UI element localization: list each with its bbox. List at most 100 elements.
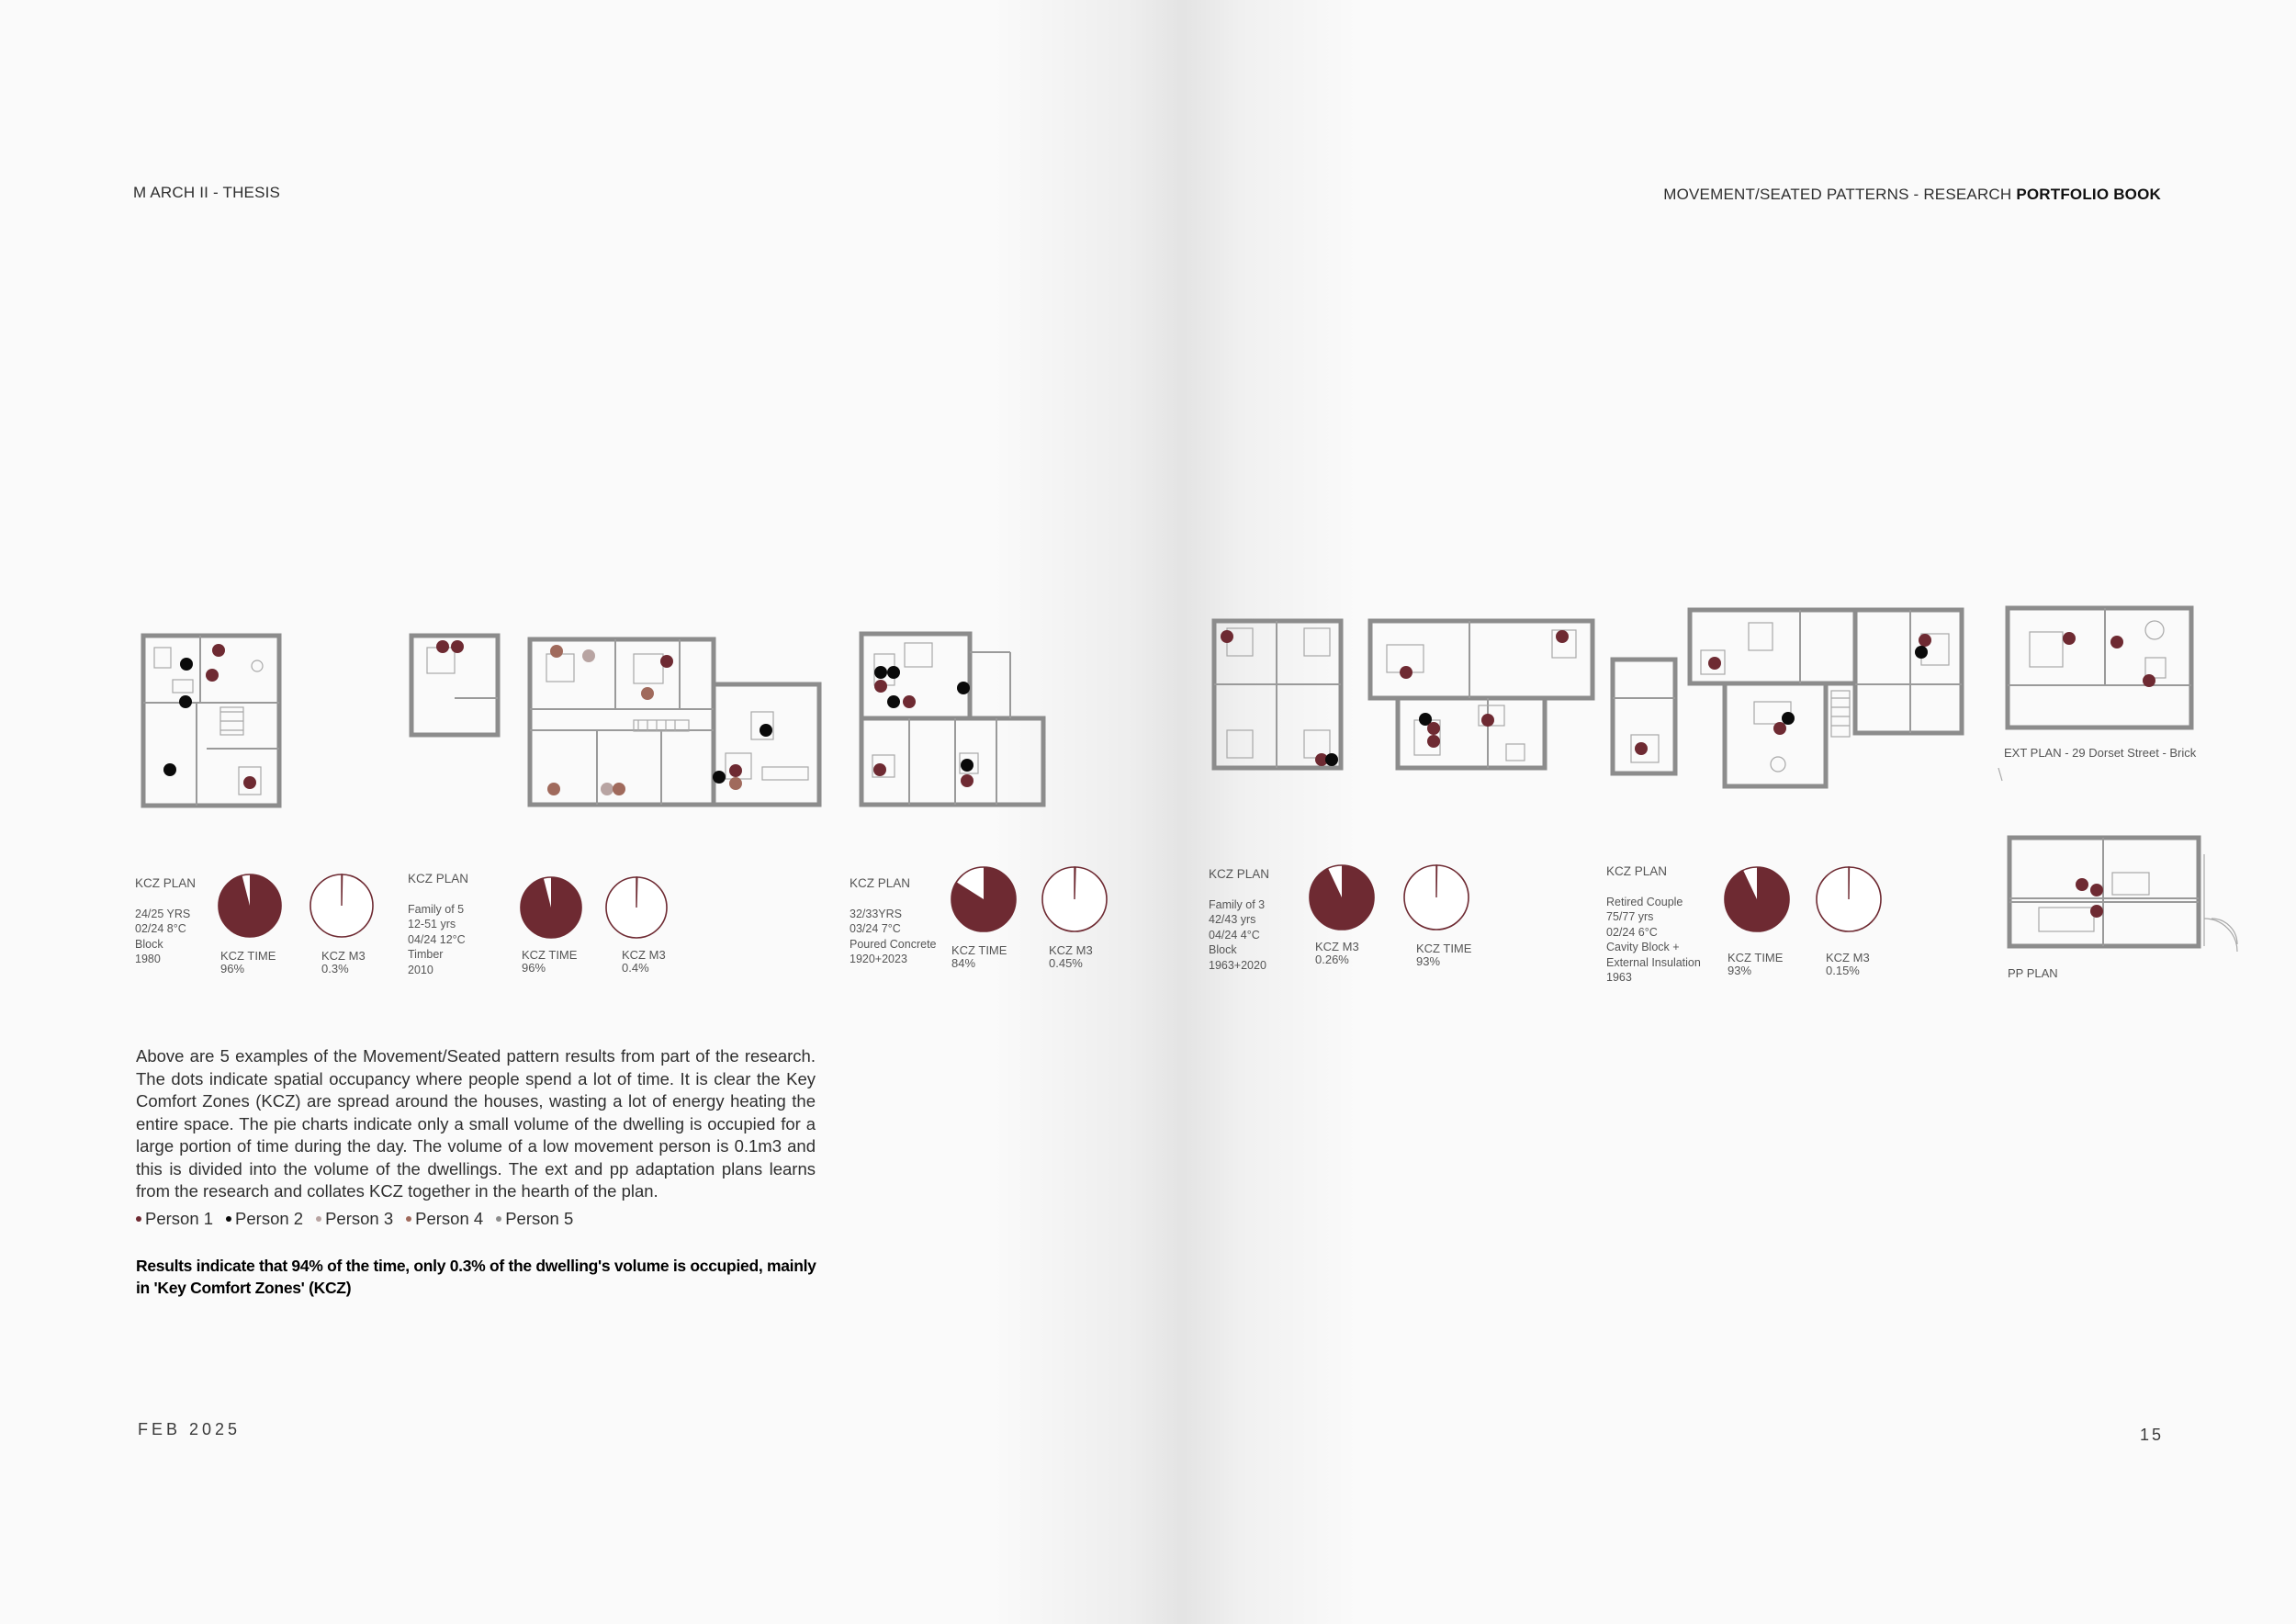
running-header-right: MOVEMENT/SEATED PATTERNS - RESEARCH PORT…	[1663, 186, 2161, 204]
legend-label: Person 1	[145, 1209, 214, 1228]
pie-slice	[521, 877, 581, 938]
floor-plan-5	[1610, 607, 1964, 789]
occupancy-dot	[1481, 714, 1494, 727]
detail-line: 2010	[408, 963, 433, 976]
pie-caption-value: 0.15%	[1826, 963, 1860, 977]
pie-slice	[341, 874, 343, 907]
floor-plan-3	[859, 631, 1046, 807]
kcz-time-pie	[1309, 864, 1375, 930]
body-paragraph: Above are 5 examples of the Movement/Sea…	[136, 1046, 816, 1201]
ext-plan-label: EXT PLAN - 29 Dorset Street - Brick	[2004, 746, 2197, 760]
legend-label: Person 2	[235, 1209, 304, 1228]
occupancy-dot	[1325, 753, 1338, 766]
pie-caption-label: KCZ TIME	[951, 943, 1007, 957]
occupancy-dot	[1556, 630, 1569, 643]
pie-caption-label: KCZ TIME	[522, 948, 578, 962]
pie-caption-label: KCZ M3	[1826, 951, 1870, 964]
kcz-time-pie	[951, 866, 1017, 932]
detail-line: 04/24 4°C	[1209, 928, 1260, 942]
legend-item-person-1: Person 1	[136, 1209, 213, 1229]
occupancy-dot	[961, 759, 974, 772]
example-4-info: KCZ PLAN Family of 3 42/43 yrs 04/24 4°C…	[1209, 866, 1269, 973]
occupancy-dot	[1919, 634, 1931, 647]
occupancy-dot	[887, 666, 900, 679]
kcz-plan-label: KCZ PLAN	[1209, 867, 1270, 881]
pie-caption-value: 93%	[1728, 963, 1752, 977]
kcz-plan-label: KCZ PLAN	[135, 876, 197, 890]
occupancy-dot	[243, 776, 256, 789]
detail-line: Timber	[408, 948, 444, 962]
header-right-prefix: MOVEMENT/SEATED PATTERNS - RESEARCH	[1663, 186, 2017, 203]
occupancy-dot	[874, 680, 887, 693]
floor-plan-4	[1211, 618, 1595, 771]
occupancy-dot	[2090, 905, 2103, 918]
occupancy-dot	[212, 644, 225, 657]
detail-line: 42/43 yrs	[1209, 913, 1256, 927]
occupancy-dot	[451, 640, 464, 653]
pp-plan-label: PP PLAN	[2008, 966, 2058, 980]
detail-line: 02/24 6°C	[1606, 925, 1658, 939]
legend-item-person-5: Person 5	[496, 1209, 573, 1229]
example-5-info: KCZ PLAN Retired Couple 75/77 yrs 02/24 …	[1606, 863, 1701, 986]
kcz-m3-pie	[1816, 866, 1882, 932]
occupancy-dot	[729, 764, 742, 777]
occupancy-dot	[1915, 646, 1928, 659]
occupancy-dot	[874, 666, 887, 679]
pie-caption-value: 0.4%	[622, 960, 649, 975]
detail-line: Block	[1209, 943, 1237, 957]
pie-slice	[951, 867, 1016, 931]
legend-label: Person 5	[505, 1209, 574, 1228]
detail-line: Block	[135, 937, 163, 951]
detail-line: External Insulation	[1606, 955, 1701, 969]
pie-caption-value: 84%	[951, 955, 976, 970]
legend-label: Person 4	[415, 1209, 484, 1228]
occupancy-dot	[729, 777, 742, 790]
pie-caption-label: KCZ M3	[321, 949, 366, 963]
pie-slice	[636, 876, 638, 908]
occupancy-dot	[1635, 742, 1648, 755]
kcz-time-pie	[218, 874, 282, 938]
occupancy-dot	[2090, 884, 2103, 897]
pie-caption-label: KCZ TIME	[220, 949, 276, 963]
kcz-plan-label: KCZ PLAN	[408, 872, 469, 885]
page-number: 15	[2140, 1426, 2165, 1444]
pie-caption-value: 0.45%	[1049, 955, 1083, 970]
kcz-time-pie	[520, 876, 582, 939]
person-legend: Person 1 Person 2 Person 3 Person 4 Pers…	[136, 1209, 573, 1229]
occupancy-dot	[163, 763, 176, 776]
pie-caption-value: 0.26%	[1315, 952, 1349, 966]
legend-item-person-3: Person 3	[316, 1209, 393, 1229]
person-2-dot-icon	[226, 1216, 232, 1222]
pie-caption-value: 96%	[522, 960, 546, 975]
occupancy-dot	[2063, 632, 2076, 645]
results-summary: Results indicate that 94% of the time, o…	[136, 1257, 816, 1297]
occupancy-dot	[1400, 666, 1412, 679]
occupancy-dot	[1782, 712, 1795, 725]
person-1-dot-icon	[136, 1216, 141, 1222]
legend-item-person-4: Person 4	[406, 1209, 483, 1229]
pie-slice	[219, 874, 281, 937]
occupancy-dot	[887, 695, 900, 708]
person-4-dot-icon	[406, 1216, 412, 1222]
example-2-info: KCZ PLAN Family of 5 12-51 yrs 04/24 12°…	[408, 871, 468, 977]
detail-line: 12-51 yrs	[408, 918, 456, 931]
pie-caption-value: 96%	[220, 961, 245, 976]
page-fold-shadow	[992, 0, 1359, 1624]
occupancy-dot	[957, 682, 970, 694]
detail-line: Family of 3	[1209, 897, 1266, 911]
detail-line: 32/33YRS	[850, 907, 902, 920]
occupancy-dot	[873, 763, 886, 776]
occupancy-dot	[2143, 674, 2155, 687]
detail-line: Retired Couple	[1606, 895, 1683, 908]
occupancy-dot	[660, 655, 673, 668]
occupancy-dot	[550, 645, 563, 658]
detail-line: 03/24 7°C	[850, 922, 901, 936]
